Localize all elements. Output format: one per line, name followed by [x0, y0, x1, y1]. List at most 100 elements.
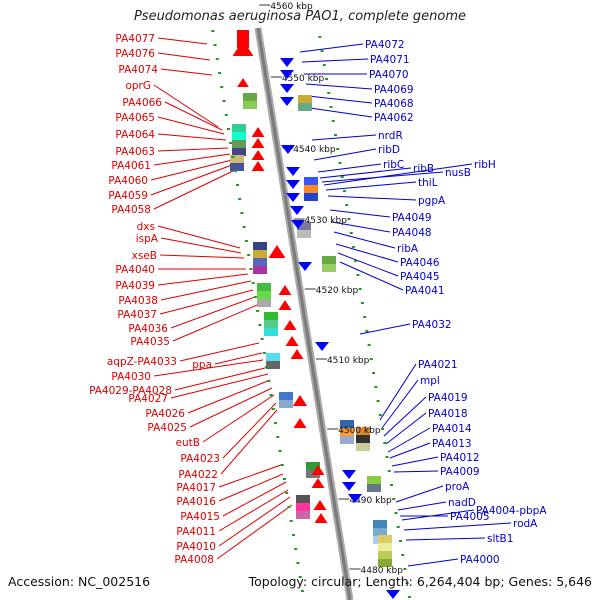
gene-feature-block [266, 353, 280, 361]
forward-leader-line [189, 387, 273, 428]
minor-tick [392, 498, 396, 500]
reverse-gene-label: PA4048 [392, 227, 432, 239]
forward-gene-label: PA4061 [111, 160, 151, 172]
reverse-leader-line [317, 163, 382, 173]
forward-leader-line [153, 153, 231, 166]
gene-feature-block [304, 177, 318, 185]
forward-gene-arrow [292, 395, 308, 406]
reverse-gene-label: PA4000 [460, 554, 500, 566]
minor-tick [222, 100, 226, 102]
forward-gene-label: PA4022 [178, 469, 218, 481]
minor-tick [356, 274, 360, 276]
forward-leader-line [218, 489, 289, 532]
minor-tick [327, 92, 331, 94]
forward-leader-line [160, 68, 213, 76]
minor-tick [398, 540, 402, 542]
gene-feature-block [304, 185, 318, 193]
forward-leader-line [222, 402, 277, 459]
forward-gene-label: PA4027 [128, 393, 168, 405]
forward-gene-label: PA4036 [128, 323, 168, 335]
minor-tick [285, 492, 289, 494]
minor-tick [401, 554, 405, 556]
reverse-leader-line [313, 148, 377, 161]
reverse-leader-line [309, 107, 373, 118]
gene-feature-block [296, 503, 310, 511]
forward-leader-line [172, 304, 258, 342]
reverse-leader-line [327, 195, 417, 201]
genome-backbone [254, 27, 354, 600]
gene-feature-block [253, 250, 267, 258]
minor-tick [372, 372, 376, 374]
reverse-gene-label: PA4019 [428, 392, 468, 404]
gene-feature-block [230, 163, 244, 171]
minor-tick [383, 442, 387, 444]
gene-feature-block [232, 132, 246, 140]
gene-feature-block [378, 535, 392, 543]
forward-gene-label: ispA [136, 233, 159, 245]
minor-tick [347, 218, 351, 220]
forward-gene-arrow [278, 300, 292, 310]
minor-tick [211, 30, 215, 32]
minor-tick [291, 534, 295, 536]
forward-gene-label: PA4017 [176, 482, 216, 494]
reverse-gene-arrow [286, 193, 300, 202]
reverse-leader-line [397, 501, 447, 511]
gene-feature-block [296, 495, 310, 503]
forward-gene-arrow [251, 127, 265, 137]
reverse-leader-line [407, 558, 459, 567]
gene-feature-block [257, 299, 271, 307]
minor-tick [262, 352, 266, 354]
reverse-leader-line [395, 485, 444, 503]
reverse-gene-arrow [280, 84, 294, 93]
gene-feature-block [232, 140, 246, 148]
gene-feature-block [378, 551, 392, 559]
gene-feature-block [340, 436, 354, 444]
reverse-gene-label: PA4046 [400, 257, 440, 269]
minor-tick [258, 324, 262, 326]
scale-tick-label: 4500 kbp [338, 426, 381, 436]
minor-tick [249, 268, 253, 270]
reverse-gene-label: PA4021 [418, 359, 458, 371]
forward-leader-line [150, 164, 233, 196]
gene-feature-block [253, 242, 267, 250]
minor-tick [251, 282, 255, 284]
gene-feature-block [373, 520, 387, 528]
minor-tick [381, 428, 385, 430]
forward-gene-label: PA4015 [180, 511, 220, 523]
reverse-gene-arrow [281, 145, 295, 154]
reverse-gene-label: ribH [474, 159, 496, 171]
forward-leader-line [216, 504, 293, 560]
reverse-leader-line [329, 209, 391, 218]
gene-feature-block [356, 443, 370, 451]
forward-gene-arrow [290, 349, 304, 359]
gene-feature-block [378, 559, 392, 567]
minor-tick [403, 568, 407, 570]
reverse-gene-label: PA4004-pbpA [476, 505, 547, 517]
forward-gene-arrow [251, 150, 265, 160]
scale-tick-label: 4520 kbp [316, 286, 359, 296]
forward-leader-line [160, 280, 252, 301]
forward-gene-label: PA4074 [118, 64, 158, 76]
forward-leader-line [214, 352, 263, 365]
reverse-gene-label: rodA [513, 518, 538, 530]
forward-gene-label: PA4064 [115, 129, 155, 141]
forward-leader-line [153, 170, 234, 210]
reverse-leader-line [305, 83, 373, 90]
forward-leader-line [157, 133, 227, 141]
minor-tick [345, 204, 349, 206]
reverse-gene-arrow [342, 482, 356, 491]
gene-feature-block [322, 256, 336, 264]
forward-leader-line [153, 84, 219, 128]
reverse-leader-line [333, 231, 396, 249]
reverse-leader-line [405, 537, 486, 541]
gene-feature-block [297, 222, 311, 230]
forward-gene-arrow [237, 78, 249, 87]
minor-tick [296, 562, 300, 564]
scale-tick-label: 4560 kbp [270, 2, 313, 12]
leader-lines [150, 37, 512, 567]
forward-leader-line [202, 394, 275, 443]
reverse-gene-arrow [280, 70, 294, 79]
minor-tick [260, 338, 264, 340]
